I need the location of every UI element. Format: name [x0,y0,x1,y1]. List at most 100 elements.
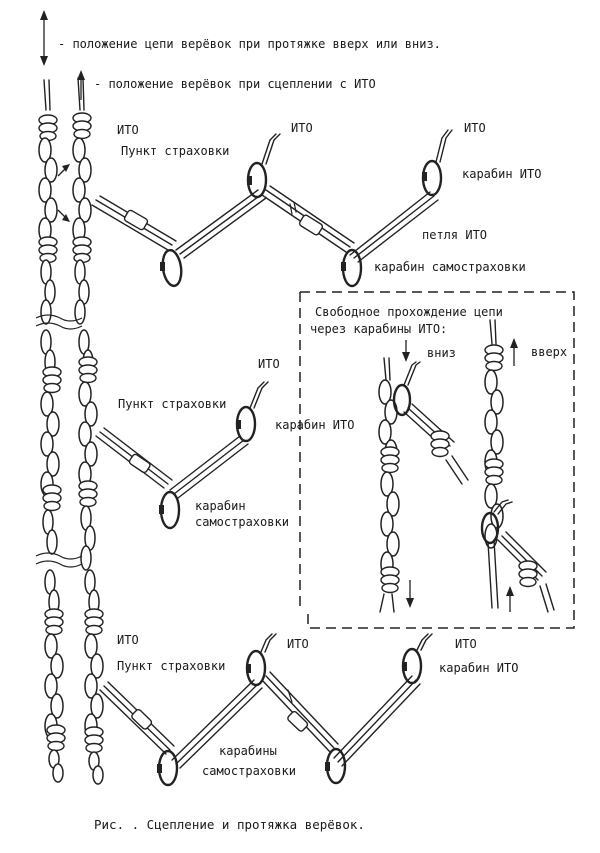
top-belay-point-label: Пункт страховки [121,144,230,158]
figure-caption: Рис. . Сцепление и протяжка верёвок. [94,817,365,832]
chain-link-icon [38,137,52,163]
single-arrow-icon [402,340,410,362]
middle-ito-carabiner-label: карабин ИТО [275,418,355,432]
chain-link-icon [50,653,64,679]
inset-down-chain [378,357,469,613]
bottom-ito-label-1: ИТО [287,637,309,651]
rope-knot-icon [46,724,66,752]
chain-link-icon [484,483,498,509]
chain-link-icon [84,633,98,659]
carabiner-icon [325,747,347,785]
chain-link-icon [40,391,54,417]
chain-link-icon [386,531,400,557]
chain-link-icon [90,693,104,719]
rope-knot-icon [42,484,62,512]
chain-link-icon [380,471,394,497]
carabiner-icon [341,248,363,288]
rope-knot-icon [72,112,92,140]
inset-title-line2: через карабины ИТО: [310,322,448,336]
legend-ito-position: - положение верёвок при сцеплении с ИТО [94,77,376,91]
middle-ito-label: ИТО [258,357,280,371]
bottom-ito-label-2: ИТО [117,633,139,647]
break-mark-2 [35,552,83,568]
rope-knot-icon [38,236,58,264]
chain-link-icon [38,177,52,203]
inset-up-chain [480,319,555,613]
rope-knot-icon [484,458,504,486]
bottom-self-belay-line1: карабины [219,744,277,758]
rope-chain-left [38,77,104,785]
inset-up-label: вверх [531,345,568,359]
inset-border [299,291,575,629]
chain-link-icon [84,673,98,699]
rope-knot-icon [78,480,98,508]
chain-link-icon [90,653,104,679]
chain-link-icon [378,419,392,445]
chain-link-icon [378,379,392,405]
rope-knot-icon [518,560,538,588]
chain-link-icon [40,299,52,325]
bottom-self-belay-line2: самостраховки [202,764,296,778]
chain-link-icon [44,197,58,223]
top-ito-label-1: ИТО [117,123,139,137]
chain-link-icon [80,545,92,571]
inset-down-label: вниз [427,346,456,360]
rope-knot-icon [78,356,98,384]
rope-knot-icon [484,344,504,372]
middle-self-belay-line1: карабин [195,499,246,513]
single-arrow-icon [506,586,514,612]
carabiner-icon [392,383,412,417]
legend-chain-movement: - положение цепи верёвок при протяжке вв… [58,37,441,51]
inset-title-line1: Свободное прохождение цепи [315,305,503,319]
middle-belay-point-label: Пункт страховки [118,397,227,411]
carabiner-icon [235,381,269,443]
rope-knot-icon [84,726,104,754]
chain-link-icon [50,693,64,719]
chain-link-icon [386,491,400,517]
chain-link-icon [84,441,98,467]
chain-link-icon [490,429,504,455]
chain-link-icon [78,197,92,223]
single-arrow-icon [406,580,414,608]
rope-knot-icon [380,446,400,474]
carabiner-icon [401,633,433,685]
rope-knot-icon [44,608,64,636]
carabiner-icon [160,248,183,288]
chain-link-icon [92,765,104,785]
chain-link-icon [46,451,60,477]
chain-link-icon [78,381,92,407]
chain-link-icon [44,157,58,183]
chain-link-icon [484,523,498,549]
single-arrow-icon [510,338,518,366]
rope-knot-icon [84,608,104,636]
chain-link-icon [484,409,498,435]
top-ito-label-2: ИТО [291,121,313,135]
top-ito-carabiner-label: карабин ИТО [462,167,542,181]
bottom-panel-ropes [99,671,421,769]
chain-link-icon [78,421,92,447]
chain-link-icon [52,763,64,783]
carabiner-icon [246,133,281,199]
chain-link-icon [44,633,58,659]
chain-link-icon [490,389,504,415]
break-mark-1 [35,314,83,330]
bottom-belay-point-label: Пункт страховки [117,659,226,673]
carabiner-icon [480,511,500,545]
single-arrow-icon [57,164,70,222]
chain-link-icon [44,673,58,699]
chain-link-icon [72,177,86,203]
rope-knot-icon [380,566,400,594]
carabiner-icon [159,490,181,530]
bottom-ito-label-3: ИТО [455,637,477,651]
bottom-ito-carabiner-label: карабин ИТО [439,661,519,675]
chain-link-icon [74,299,86,325]
top-panel-ropes [91,185,439,263]
chain-link-icon [484,369,498,395]
rope-knot-icon [38,114,58,142]
rope-knot-icon [72,236,92,264]
middle-self-belay-line2: самостраховки [195,515,289,529]
top-ito-label-3: ИТО [464,121,486,135]
chain-link-icon [46,411,60,437]
rope-knot-icon [42,366,62,394]
